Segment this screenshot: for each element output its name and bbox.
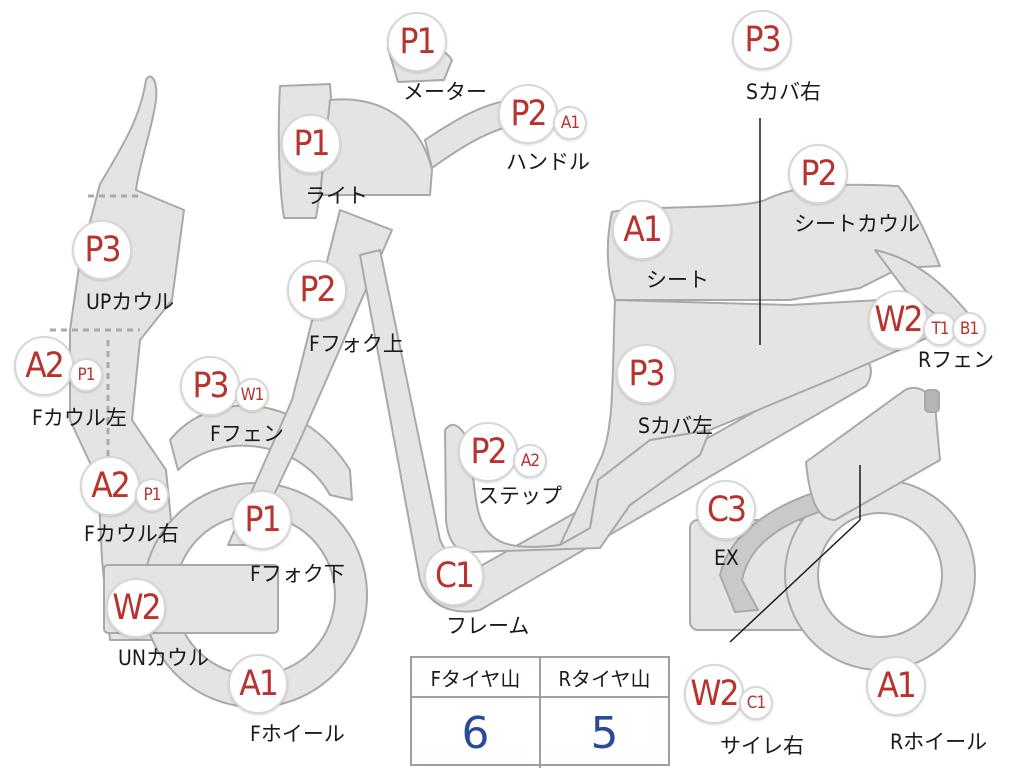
part-code-badge: A1 [553, 106, 587, 140]
leader-silencer-2 [729, 519, 861, 643]
part-code-badge: P1 [69, 358, 103, 392]
tire-table-values: 6 5 [412, 698, 668, 768]
part-code-badges: P3 [72, 220, 132, 280]
part-code-badge: P1 [232, 490, 292, 550]
part-label: ハンドル [506, 150, 590, 174]
part-code-badges: P1 [232, 490, 292, 550]
part-label: EX [714, 546, 739, 570]
part-code-badge: A2 [14, 336, 74, 396]
part-code-badge: P2 [498, 84, 558, 144]
part-label: Sカバ右 [746, 80, 821, 104]
part-code-badge: A2 [513, 444, 547, 478]
part-code-badge: C1 [739, 686, 773, 720]
rear-wheel-hub [817, 512, 943, 638]
part-code-badge: P3 [72, 220, 132, 280]
part-label: Fフェン [210, 422, 284, 446]
part-code-badge: P3 [616, 344, 676, 404]
part-code-badge: A1 [228, 654, 288, 714]
part-code-badge: P2 [788, 144, 848, 204]
part-code-badges: P1 [281, 114, 341, 174]
tire-table-header: Fタイヤ山 Rタイヤ山 [412, 658, 668, 698]
part-label: Fフォク上 [309, 332, 404, 356]
part-code-badge: P3 [732, 10, 792, 70]
part-code-badges: C1 [424, 546, 484, 606]
part-code-badge: A1 [866, 656, 926, 716]
part-code-badge: W2 [868, 290, 928, 350]
part-label: UNカウル [118, 646, 209, 670]
part-code-badge: W1 [235, 378, 269, 412]
part-label: Sカバ左 [638, 414, 713, 438]
part-code-badges: P1 [387, 12, 447, 72]
part-code-badge: B1 [952, 312, 986, 346]
part-code-badge: T1 [923, 312, 957, 346]
part-code-badges: C3 [696, 480, 756, 540]
part-code-badge: A1 [612, 200, 672, 260]
part-code-badge: W2 [684, 664, 744, 724]
part-label: ステップ [478, 484, 562, 508]
seat-shape [606, 183, 941, 301]
tire-tread-table: Fタイヤ山 Rタイヤ山 6 5 [410, 656, 670, 768]
front-tire-value: 6 [461, 707, 490, 759]
part-label: UPカウル [86, 290, 175, 314]
part-label: Fカウル右 [84, 522, 179, 546]
rear-tire-value: 5 [539, 698, 668, 768]
silencer-shape [805, 386, 941, 521]
part-label: Fホイール [250, 722, 345, 746]
part-code-badge: P1 [281, 114, 341, 174]
part-label: Rフェン [918, 348, 995, 372]
rear-tire-header: Rタイヤ山 [539, 658, 668, 696]
part-label: シートカウル [794, 212, 920, 236]
part-code-badges: P3 [616, 344, 676, 404]
part-code-badges: A1 [228, 654, 288, 714]
part-code-badge: P2 [287, 260, 347, 320]
part-code-badge: P1 [135, 478, 169, 512]
part-code-badge: P1 [387, 12, 447, 72]
part-label: Rホイール [890, 730, 988, 754]
part-code-badge: W2 [106, 578, 166, 638]
silencer-end [924, 389, 940, 413]
handle-cover-shape [319, 98, 433, 196]
part-code-badge: A2 [80, 456, 140, 516]
part-code-badge: P2 [458, 422, 518, 482]
part-label: サイレ右 [720, 734, 804, 758]
part-code-badge: C3 [696, 480, 756, 540]
part-code-badges: P2 [287, 260, 347, 320]
part-label: Fフォク下 [250, 562, 345, 586]
front-tire-header: Fタイヤ山 [430, 666, 521, 691]
part-label: ライト [305, 184, 368, 208]
part-code-badges: P3 [732, 10, 792, 70]
part-label: Fカウル左 [32, 406, 127, 430]
part-label: フレーム [446, 614, 530, 638]
part-code-badges: W2 [106, 578, 166, 638]
part-code-badge: P3 [180, 356, 240, 416]
part-code-badge: C1 [424, 546, 484, 606]
part-code-badges: P2 [788, 144, 848, 204]
part-code-badges: A1 [866, 656, 926, 716]
part-label: シート [646, 268, 709, 292]
part-code-badges: A1 [612, 200, 672, 260]
part-label: メーター [403, 80, 487, 104]
